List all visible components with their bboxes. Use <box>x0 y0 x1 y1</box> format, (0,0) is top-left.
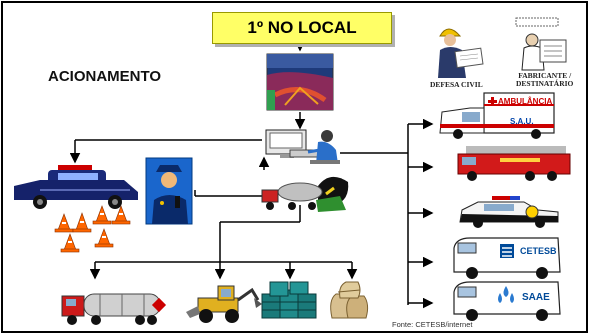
saae-van-icon <box>453 281 561 321</box>
traffic-cones-icon <box>54 205 131 253</box>
map-photo-icon <box>266 53 334 111</box>
ambulance-sau-label: S.A.U. <box>510 117 534 126</box>
police-car-icon <box>14 165 138 209</box>
saae-label: SAAE <box>522 292 550 303</box>
fabricante-icon <box>515 17 567 71</box>
fire-truck-icon <box>457 146 571 181</box>
fabricante-caption: FABRICANTE / DESTINATÁRIO <box>516 72 573 88</box>
sacks-icon <box>330 281 369 319</box>
source-caption: Fonte: CETESB/internet <box>392 320 473 329</box>
highway-police-car-icon <box>459 196 559 228</box>
barrels-icon <box>261 281 317 319</box>
cetesb-van-icon <box>453 237 561 279</box>
backhoe-icon <box>186 285 262 323</box>
cone-stripes <box>62 213 123 243</box>
defesa-civil-caption: DEFESA CIVIL <box>430 80 483 89</box>
fabricante-caption-line2: DESTINATÁRIO <box>516 79 574 88</box>
acionamento-label: ACIONAMENTO <box>48 68 162 85</box>
police-officer-icon <box>145 157 193 225</box>
operator-computer-icon <box>265 129 340 164</box>
tanker-accident-icon <box>261 176 349 212</box>
title-box: 1º NO LOCAL <box>212 12 392 44</box>
tanker-truck-icon <box>61 293 167 325</box>
flow-connectors <box>69 41 434 309</box>
cetesb-label: CETESB <box>520 246 557 256</box>
ambulance-icon <box>439 92 555 139</box>
fabricante-caption-line1: FABRICANTE / <box>518 71 572 80</box>
defesa-civil-icon <box>438 28 484 78</box>
ambulance-label: AMBULÂNCIA <box>498 97 553 106</box>
